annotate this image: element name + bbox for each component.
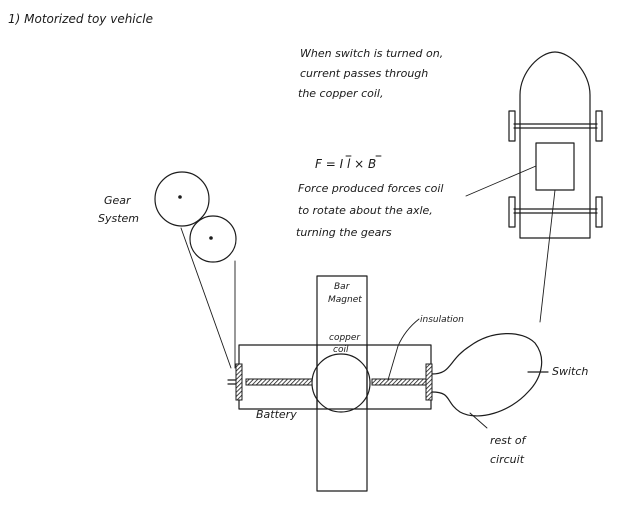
small-gear [189,215,237,263]
rest-of-circuit-leader [469,412,488,429]
gear-system [154,171,237,263]
magnet-label-line-2: Magnet [328,295,362,305]
rest-of-circuit-label-line-2: circuit [490,453,525,466]
axle-end-cap-left [235,363,243,401]
front-right-wheel [595,110,603,142]
rest-of-circuit-loop [431,333,543,417]
force-note-line-1: Force produced forces coil [298,182,443,195]
vehicle-body [519,51,591,239]
axle-end-cap-right [425,363,433,401]
axle-insulation-left [245,378,313,386]
switch-note-line-3: the copper coil, [298,87,383,100]
gear-label-line-2: System [98,212,139,225]
gear-label-line-1: Gear [104,194,132,207]
insulation-label: insulation [420,315,464,325]
force-note-line-2: to rotate about the axle, [298,204,433,217]
insulation-leader [387,318,420,381]
motor-leader-line-1 [465,165,537,197]
gear-leader-line-1 [180,227,232,369]
rear-right-wheel [595,196,603,228]
magnet-label-line-1: Bar [334,282,351,292]
toy-vehicle-top-view [508,51,603,239]
front-left-wheel [508,110,516,142]
vehicle-motor-box [535,142,575,191]
coil-label-line-1: copper [329,333,361,343]
large-gear-axle [178,195,182,199]
rest-of-circuit-label-line-1: rest of [490,434,528,447]
copper-coil [311,353,371,413]
rear-left-wheel [508,196,516,228]
axle-insulation-right [371,378,427,386]
switch-note-line-2: current passes through [300,67,428,80]
force-formula: F = I l × B [315,157,376,171]
force-note-line-3: turning the gears [296,226,392,239]
coil-label-line-2: coil [333,345,349,355]
motor-leader-line-2 [539,189,556,323]
page-title: 1) Motorized toy vehicle [8,12,153,26]
large-gear [154,171,210,227]
bar-magnet [316,275,368,492]
switch-note-line-1: When switch is turned on, [300,47,443,60]
small-gear-axle [209,236,213,240]
battery-label: Battery [256,408,297,421]
switch-label: Switch [552,365,588,378]
